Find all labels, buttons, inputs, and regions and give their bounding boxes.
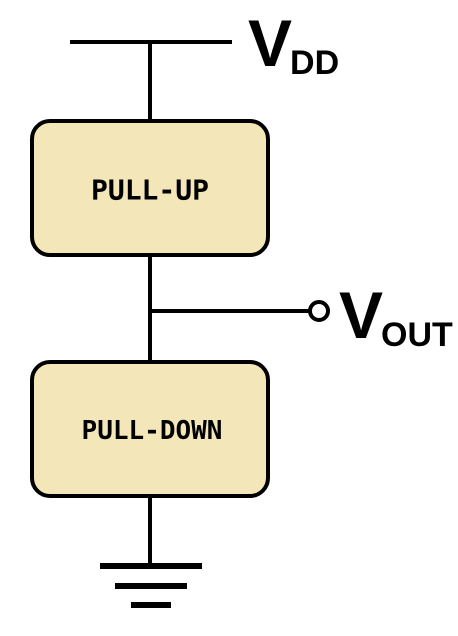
- pull-up-label: PULL-UP: [91, 174, 209, 207]
- vdd-label: VDD: [248, 6, 339, 82]
- vout-label: VOUT: [339, 278, 453, 354]
- pull-down-label: PULL-DOWN: [82, 416, 223, 446]
- ground-icon: [100, 563, 202, 608]
- terminal-circle-icon: [308, 300, 330, 322]
